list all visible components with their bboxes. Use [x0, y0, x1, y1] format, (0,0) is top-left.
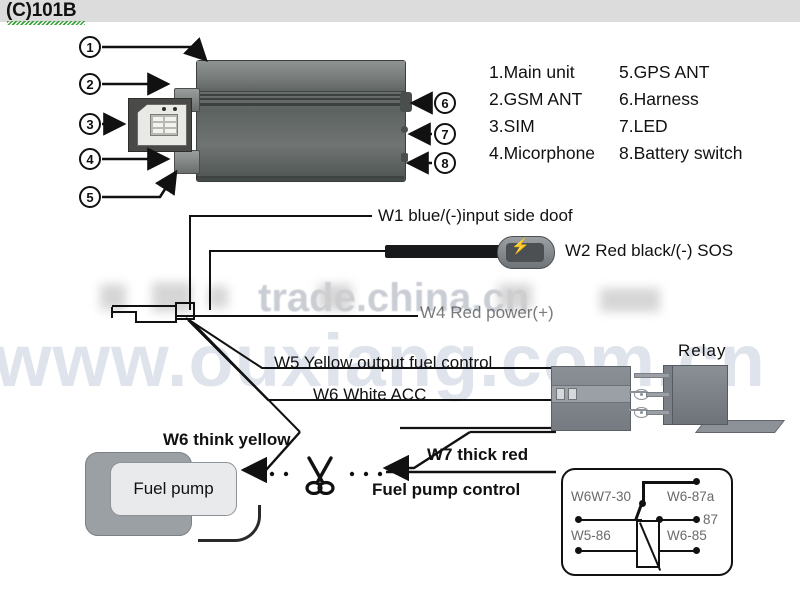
wire-label-w7: W7 thick red — [427, 445, 529, 464]
legend-item-3: 3.SIM — [489, 116, 535, 136]
callout-4: 4 — [79, 148, 101, 170]
sch-armature — [634, 501, 644, 520]
legend-item-4: 4.Micorphone — [489, 143, 596, 163]
callout-2: 2 — [79, 73, 101, 95]
sch-wire-87 — [659, 518, 697, 521]
device-ridge-3 — [197, 103, 405, 106]
sim-slot — [128, 98, 192, 152]
legend-item-2: 2.GSM ANT — [489, 89, 583, 109]
sim-dot-1 — [162, 107, 166, 111]
harness-port — [400, 92, 412, 112]
relay-title: Relay — [678, 341, 727, 360]
terminal-label-87: 87 — [703, 512, 719, 527]
callout-3: 3 — [79, 113, 101, 135]
callout-1: 1 — [79, 36, 101, 58]
callout-5: 5 — [79, 186, 101, 208]
wire-label-w4: W4 Red power(+) — [420, 303, 554, 322]
fuel-pump-control-label: Fuel pump control — [372, 480, 521, 499]
wire-label-w1: W1 blue/(-)input side doof — [378, 206, 573, 225]
wire-label-w6: W6 White ACC — [313, 385, 427, 404]
connector-pin-2 — [568, 388, 577, 400]
battery-switch — [401, 153, 408, 162]
wire-label-w6-thick: W6 think yellow — [163, 430, 291, 449]
sch-wire-85 — [655, 549, 697, 552]
legend: 1.Main unit 5.GPS ANT 2.GSM ANT 6.Harnes… — [489, 60, 789, 168]
sch-node-85 — [693, 547, 700, 554]
legend-item-6: 6.Harness — [619, 89, 699, 109]
terminal-label-30: W6W7-30 — [571, 489, 632, 504]
callout-6: 6 — [434, 92, 456, 114]
fuel-pump-hose — [198, 505, 261, 542]
callout-7: 7 — [434, 123, 456, 145]
device-top-face — [197, 61, 405, 92]
wire-label-w2: W2 Red black/(-) SOS — [565, 241, 734, 260]
sch-node-87a — [693, 478, 700, 485]
title-bar — [0, 0, 800, 22]
harness-blur-1 — [100, 284, 126, 310]
harness-blur-2 — [152, 282, 192, 312]
sch-wire-30 — [579, 518, 642, 521]
relay-body — [672, 365, 728, 425]
scissors-icon — [305, 456, 335, 495]
terminal-label-86: W5-86 — [571, 528, 611, 543]
led — [401, 126, 408, 133]
terminal-label-87a: W6-87a — [667, 489, 715, 504]
sch-wire-up — [642, 481, 645, 503]
harness-blur-5 — [498, 284, 532, 310]
device-ridge-1 — [197, 94, 405, 96]
legend-item-5: 5.GPS ANT — [619, 62, 710, 82]
main-unit-body — [196, 60, 406, 182]
harness-connector-block — [551, 366, 631, 431]
relay-lead-3 — [646, 410, 670, 415]
sch-coil — [636, 520, 660, 568]
legend-row: 2.GSM ANT 6.Harness — [489, 87, 789, 114]
sos-button-face — [506, 243, 544, 262]
legend-item-7: 7.LED — [619, 116, 668, 136]
legend-item-8: 8.Battery switch — [619, 143, 743, 163]
harness-blur-4 — [318, 284, 352, 310]
relay-lead-1 — [634, 373, 670, 378]
fuel-pump-label: Fuel pump — [133, 479, 214, 498]
sch-node-30 — [575, 516, 582, 523]
harness-blur-6 — [600, 288, 660, 312]
sch-wire-top — [642, 481, 697, 484]
sos-cable — [385, 245, 507, 258]
sch-node-87-right — [693, 516, 700, 523]
device-shadow — [196, 176, 404, 183]
fuel-pump-face: Fuel pump — [110, 462, 237, 516]
legend-row: 4.Micorphone 8.Battery switch — [489, 141, 789, 168]
harness-blur-3 — [208, 286, 228, 308]
legend-row: 3.SIM 7.LED — [489, 114, 789, 141]
legend-item-1: 1.Main unit — [489, 62, 575, 82]
callout-8: 8 — [434, 152, 456, 174]
sos-button[interactable]: ⚡ — [497, 236, 555, 269]
spellcheck-underline — [7, 21, 85, 25]
page-title: (C)101B — [6, 0, 77, 21]
sim-chip — [150, 114, 178, 136]
sch-node-86 — [575, 547, 582, 554]
relay-lead-2 — [646, 392, 670, 397]
lightning-icon: ⚡ — [511, 238, 530, 255]
connector-pin-1 — [556, 388, 565, 400]
sim-dot-2 — [173, 107, 177, 111]
sch-wire-86 — [579, 549, 639, 552]
device-ridge-2 — [197, 98, 405, 100]
terminal-label-85: W6-85 — [667, 528, 707, 543]
microphone-port — [174, 150, 200, 174]
legend-row: 1.Main unit 5.GPS ANT — [489, 60, 789, 87]
wire-label-w5: W5 Yellow output fuel control — [274, 353, 493, 372]
relay-schematic: W6W7-30 W6-87a 87 W5-86 W6-85 — [561, 468, 733, 576]
